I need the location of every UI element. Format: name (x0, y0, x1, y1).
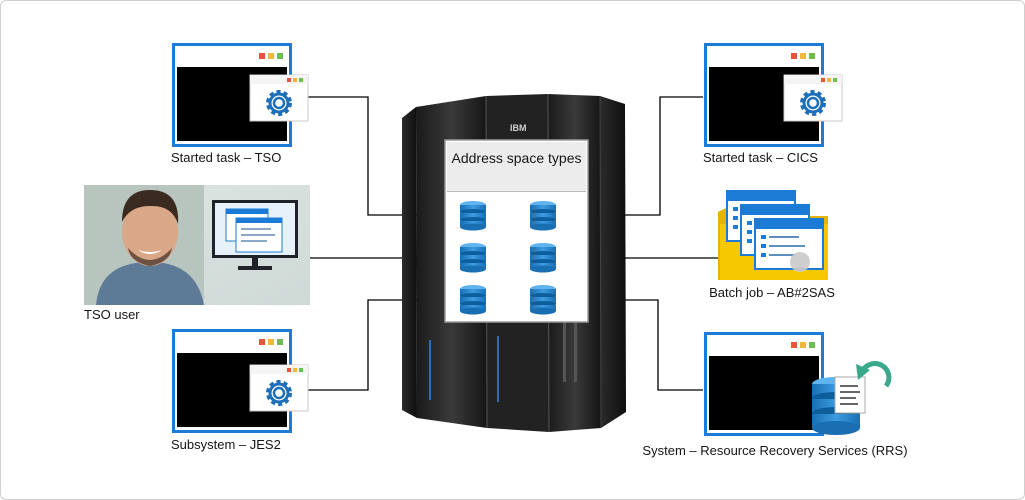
subsystem-jes2-icon (172, 329, 310, 433)
database-icon (530, 285, 556, 315)
server-brand-logo: IBM (510, 123, 527, 133)
database-icon (530, 201, 556, 231)
database-icon (460, 285, 486, 315)
label-subsystem-jes2: Subsystem – JES2 (171, 437, 281, 452)
tso-user-photo (84, 185, 310, 305)
database-icon (530, 243, 556, 273)
started-task-cics-icon (704, 43, 844, 147)
database-icon (460, 243, 486, 273)
label-batch-job: Batch job – AB#2SAS (709, 285, 835, 300)
batch-job-folder-icon (718, 190, 828, 280)
label-tso-user: TSO user (84, 307, 140, 322)
label-system-rrs: System – Resource Recovery Services (RRS… (642, 443, 908, 458)
system-rrs-icon (704, 332, 892, 436)
address-space-title: Address space types (447, 142, 586, 191)
label-started-task-tso: Started task – TSO (171, 150, 282, 165)
label-started-task-cics: Started task – CICS (703, 150, 818, 165)
database-icon (460, 201, 486, 231)
started-task-tso-icon (172, 43, 310, 147)
